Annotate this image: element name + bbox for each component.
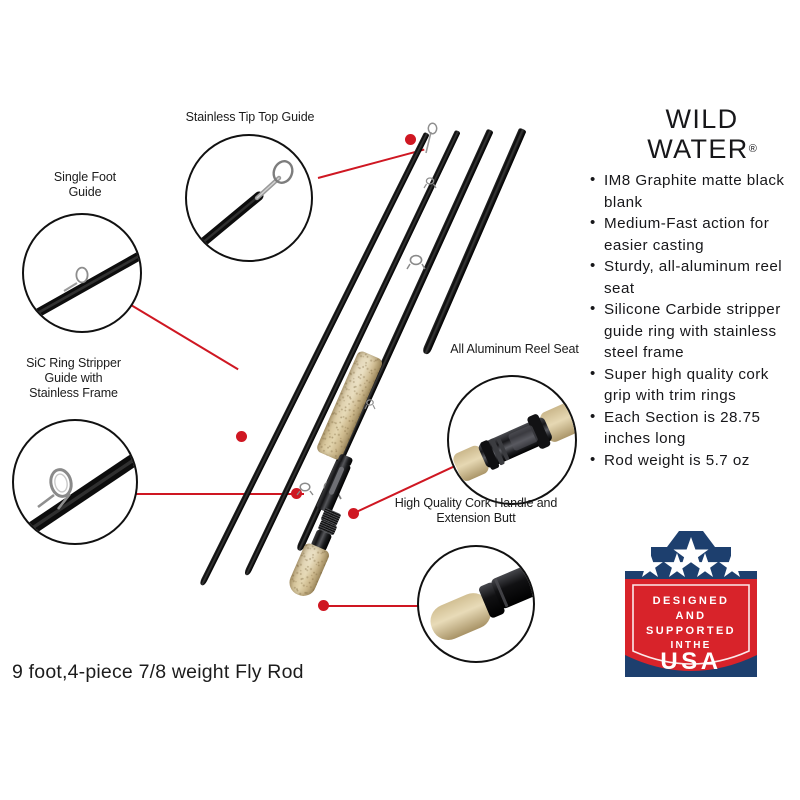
brand-logo-line2: WATER	[647, 134, 749, 164]
right-column: WILD WATER® IM8 Graphite matte black bla…	[576, 104, 800, 471]
snake-guide-icon	[406, 254, 426, 270]
leader-line-extension-butt	[322, 605, 424, 607]
badge-line-designed: DESIGNED	[653, 595, 730, 607]
tip-top-guide-art	[187, 160, 294, 259]
leader-dot-tip-top	[405, 134, 416, 145]
rod-butt-assembly	[285, 349, 420, 635]
cork-fore-grip	[315, 349, 384, 462]
feature-item: IM8 Graphite matte black blank	[590, 169, 800, 213]
leader-dot-reel-seat	[348, 508, 359, 519]
brand-logo-line1: WILD	[665, 104, 739, 134]
callout-label-reel-seat: All Aluminum Reel Seat	[450, 342, 579, 356]
product-caption: 9 foot,4-piece 7/8 weight Fly Rod	[12, 661, 304, 683]
feature-item: Super high quality cork grip with trim r…	[590, 363, 800, 407]
snake-guide-icon	[364, 399, 376, 410]
snake-guide-icon	[296, 482, 314, 496]
reel-seat-art	[453, 403, 575, 481]
badge-line-and: AND	[675, 610, 706, 622]
designed-in-usa-badge: DESIGNED AND SUPPORTED INTHE USA	[611, 527, 771, 677]
brand-logo: WILD WATER®	[604, 104, 800, 164]
brand-logo-line2-wrap: WATER®	[604, 134, 800, 164]
cork-extension-butt	[285, 541, 331, 601]
leader-dot-single-foot	[236, 431, 247, 442]
single-foot-guide-art	[24, 250, 140, 326]
extension-butt-art	[430, 565, 533, 640]
feature-item: Each Section is 28.75 inches long	[590, 406, 800, 450]
badge-line-usa: USA	[660, 648, 721, 675]
leader-dot-sic-stripper	[291, 488, 302, 499]
feature-item: Medium-Fast action for easier casting	[590, 212, 800, 256]
detail-circle-sic-stripper-guide	[12, 419, 138, 545]
feature-item: Rod weight is 5.7 oz	[590, 449, 800, 472]
detail-circle-single-foot-guide	[22, 213, 142, 333]
callout-label-single-foot-guide: Single Foot Guide	[53, 170, 117, 199]
detail-circle-extension-butt	[417, 545, 535, 663]
leader-line-single-foot	[130, 304, 239, 371]
callout-label-tip-top-guide: Stainless Tip Top Guide	[185, 110, 315, 124]
tip-top-guide-wire	[425, 122, 438, 154]
badge-line-inthe: INTHE	[671, 640, 712, 651]
callout-label-sic-stripper-guide: SiC Ring Stripper Guide with Stainless F…	[26, 356, 121, 400]
usa-badge-art: DESIGNED AND SUPPORTED INTHE USA	[625, 531, 757, 677]
callout-label-extension-butt: High Quality Cork Handle and Extension B…	[394, 496, 558, 525]
feature-item: Silicone Carbide stripper guide ring wit…	[590, 298, 800, 364]
detail-circle-tip-top-guide	[185, 134, 313, 262]
feature-item: Sturdy, all-aluminum reel seat	[590, 255, 800, 299]
leader-dot-extension-butt	[318, 600, 329, 611]
feature-list: IM8 Graphite matte black blank Medium-Fa…	[576, 169, 800, 472]
leader-line-sic-stripper	[126, 493, 304, 495]
badge-line-supported: SUPPORTED	[646, 625, 736, 637]
registered-trademark-icon: ®	[748, 143, 757, 155]
snake-guide-icon	[423, 177, 437, 189]
detail-circle-reel-seat	[447, 375, 577, 505]
sic-stripper-guide-art	[14, 450, 136, 543]
